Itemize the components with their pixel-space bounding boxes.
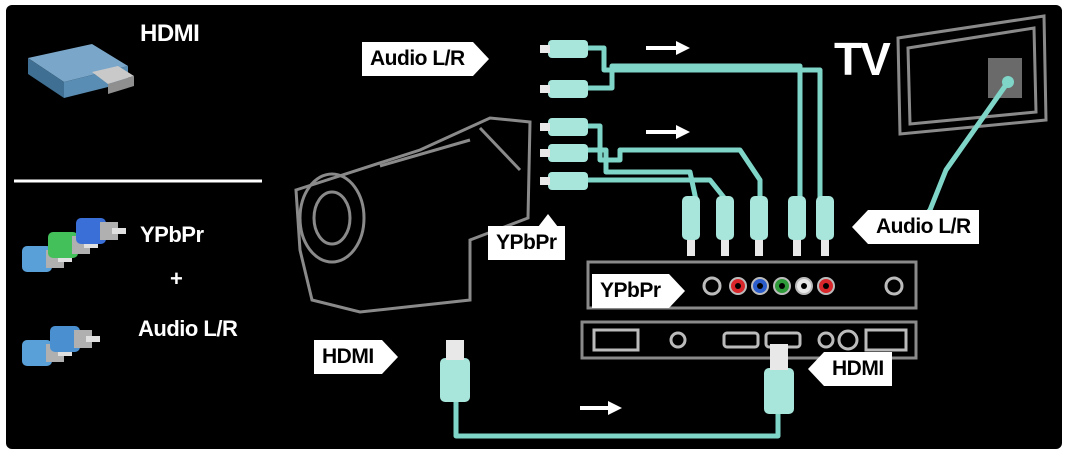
legend-hdmi-label: HDMI	[140, 20, 200, 47]
callout-pointer	[472, 42, 489, 76]
hdmi-cable-plug-right	[764, 344, 794, 414]
callout-audio-right: Audio L/R	[852, 210, 979, 244]
legend-plus-sign: +	[170, 266, 183, 291]
callout-pointer	[808, 352, 824, 386]
callout-pointer	[668, 274, 685, 308]
callout-hdmi-right-text: HDMI	[824, 352, 892, 386]
callout-ypbpr-camera: YPbPr	[488, 214, 565, 260]
callout-audio-right-text: Audio L/R	[868, 210, 979, 244]
callout-ypbpr-panel: YPbPr	[592, 274, 685, 308]
callout-ypbpr-camera-text: YPbPr	[488, 226, 565, 260]
panel-rca-plugs	[682, 196, 834, 256]
callout-audio-top: Audio L/R	[362, 42, 489, 76]
camera-connectors	[540, 40, 588, 190]
direction-arrows	[580, 41, 690, 415]
callout-audio-top-text: Audio L/R	[362, 42, 473, 76]
callout-ypbpr-panel-text: YPbPr	[592, 274, 669, 308]
callout-hdmi-right: HDMI	[808, 352, 892, 386]
hdmi-plug-icon	[28, 44, 134, 98]
cable-lines	[453, 45, 1011, 439]
legend-ypbpr-label: YPbPr	[140, 222, 204, 247]
callout-pointer	[381, 340, 398, 374]
hdmi-cable-plug-left	[440, 340, 470, 402]
audio-plugs-icon	[22, 326, 100, 366]
callout-hdmi-left: HDMI	[314, 340, 398, 374]
ypbpr-plugs-icon	[22, 218, 126, 272]
callout-hdmi-left-text: HDMI	[314, 340, 382, 374]
camcorder-icon	[294, 116, 532, 314]
legend-audio-label: Audio L/R	[138, 316, 238, 341]
callout-pointer	[538, 214, 558, 227]
tv-label: TV	[834, 33, 891, 85]
callout-pointer	[852, 210, 868, 244]
